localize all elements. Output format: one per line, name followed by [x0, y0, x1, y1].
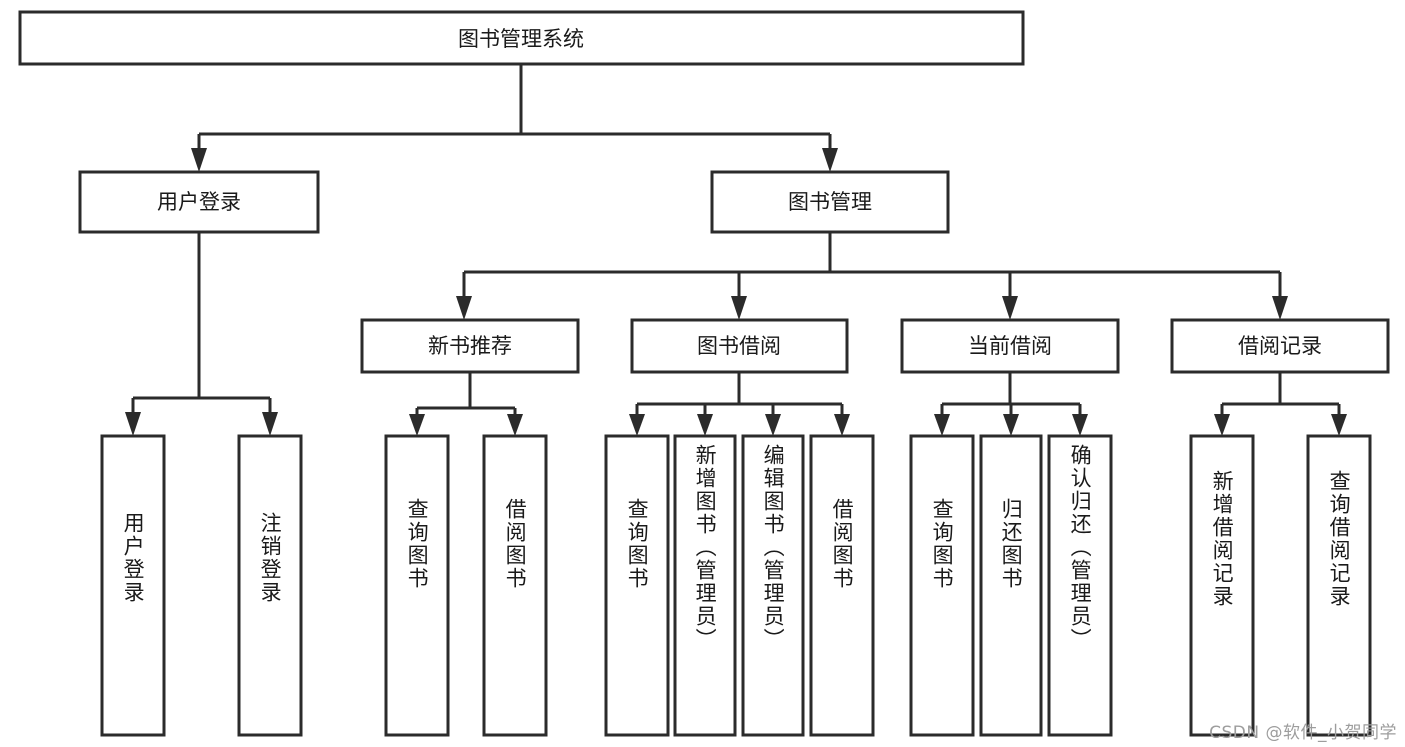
node-current-borrow[interactable]: 当前借阅: [900, 318, 1120, 374]
leaf-box-new-book-1[interactable]: [384, 434, 450, 737]
leaf-box-current-borrow-3[interactable]: [1047, 434, 1113, 737]
node-book-management-label: 图书管理: [788, 190, 872, 214]
node-user-login[interactable]: 用户登录: [78, 170, 320, 234]
arrow-newbook-leaf1: [409, 414, 425, 436]
node-borrow-records-box[interactable]: [1170, 318, 1390, 374]
arrow-bookborrow-leaf4: [834, 414, 850, 436]
node-borrow-records[interactable]: 借阅记录: [1170, 318, 1390, 374]
node-book-borrow-box[interactable]: [630, 318, 849, 374]
node-book-management[interactable]: 图书管理: [710, 170, 950, 234]
arrow-to-newbook: [456, 296, 472, 320]
node-new-book-recommend-box[interactable]: [360, 318, 580, 374]
leaf-box-borrow-records-1[interactable]: [1189, 434, 1255, 737]
node-book-management-box[interactable]: [710, 170, 950, 234]
leaf-box-book-borrow-4[interactable]: [809, 434, 875, 737]
arrow-bookborrow-leaf1: [629, 414, 645, 436]
node-book-borrow-label: 图书借阅: [697, 334, 781, 358]
leaf-box-book-borrow-1[interactable]: [604, 434, 670, 737]
arrow-newbook-leaf2: [507, 414, 523, 436]
node-current-borrow-box[interactable]: [900, 318, 1120, 374]
connectors-userlogin-to-leaves: [125, 232, 278, 436]
node-root-label: 图书管理系统: [458, 27, 584, 51]
node-user-login-box[interactable]: [78, 170, 320, 234]
node-current-borrow-label: 当前借阅: [968, 334, 1052, 358]
connectors-borrowrecords-to-leaves: [1214, 372, 1347, 436]
leaf-boxes-new-book-recommend: [384, 434, 548, 737]
arrow-to-bookborrow: [731, 296, 747, 320]
arrow-to-book-mgmt: [822, 148, 838, 172]
arrow-borrowrecords-leaf1: [1214, 414, 1230, 436]
connectors-bookborrow-to-leaves: [629, 372, 850, 436]
leaf-box-current-borrow-2[interactable]: [979, 434, 1043, 737]
watermark-label: CSDN @软件_小贺同学: [1209, 723, 1397, 743]
leaf-box-book-borrow-3[interactable]: [741, 434, 805, 737]
node-book-borrow[interactable]: 图书借阅: [630, 318, 849, 374]
leaf-box-borrow-records-2[interactable]: [1306, 434, 1372, 737]
node-new-book-recommend[interactable]: 新书推荐: [360, 318, 580, 374]
arrow-to-borrowrecords: [1272, 296, 1288, 320]
arrow-userlogin-leaf1: [125, 412, 141, 436]
arrow-to-user-login: [191, 148, 207, 172]
connectors-root-to-level2: [191, 64, 838, 172]
leaf-boxes-borrow-records: [1189, 434, 1372, 737]
connectors-currentborrow-to-leaves: [934, 372, 1088, 436]
arrow-currentborrow-leaf3: [1072, 414, 1088, 436]
arrow-currentborrow-leaf1: [934, 414, 950, 436]
arrow-bookborrow-leaf2: [697, 414, 713, 436]
node-borrow-records-label: 借阅记录: [1238, 334, 1322, 358]
arrow-bookborrow-leaf3: [765, 414, 781, 436]
arrow-userlogin-leaf2: [262, 412, 278, 436]
arrow-currentborrow-leaf2: [1003, 414, 1019, 436]
arrow-to-currentborrow: [1002, 296, 1018, 320]
leaf-box-new-book-2[interactable]: [482, 434, 548, 737]
node-user-login-label: 用户登录: [157, 190, 241, 214]
arrow-borrowrecords-leaf2: [1331, 414, 1347, 436]
connectors-newbook-to-leaves: [409, 372, 523, 436]
node-root[interactable]: 图书管理系统: [18, 10, 1025, 66]
connectors-bookmgmt-to-level3: [456, 232, 1288, 320]
leaf-boxes-book-borrow: [604, 434, 875, 737]
leaf-box-current-borrow-1[interactable]: [909, 434, 975, 737]
node-new-book-recommend-label: 新书推荐: [428, 334, 512, 358]
node-root-box[interactable]: [18, 10, 1025, 66]
leaf-box-user-login-1[interactable]: [100, 434, 166, 737]
leaf-boxes-user-login: [100, 434, 303, 737]
leaf-box-user-login-2[interactable]: [237, 434, 303, 737]
leaf-boxes-current-borrow: [909, 434, 1113, 737]
leaf-box-book-borrow-2[interactable]: [673, 434, 737, 737]
